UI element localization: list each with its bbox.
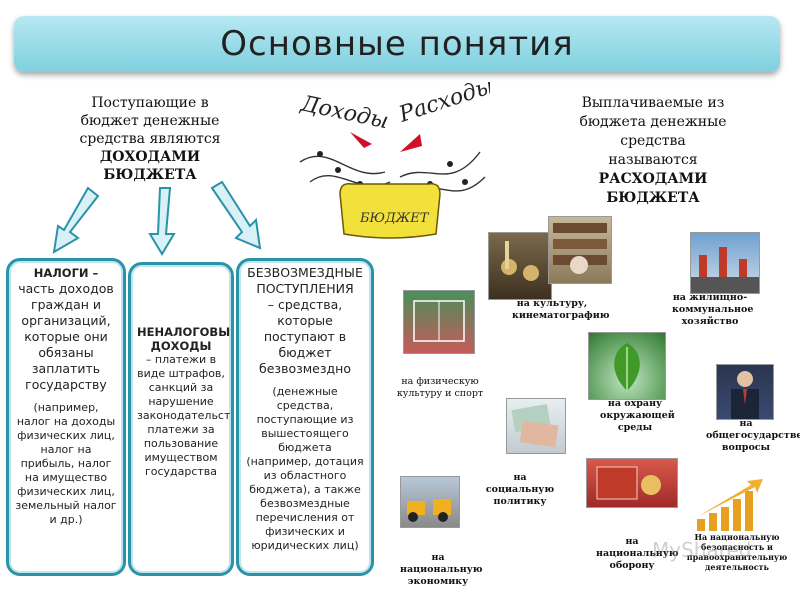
nontax-box: НЕНАЛОГОВЫЕ ДОХОДЫ – платежи в виде штра…: [128, 262, 234, 576]
taxes-definition: часть доходов граждан и организаций, кот…: [18, 281, 114, 392]
housing-photo: [690, 232, 760, 294]
nontax-definition: – платежи в виде штрафов, санкций за нар…: [137, 353, 231, 478]
social-photo: [506, 398, 566, 454]
expense-caption-line: Выплачиваемые из: [581, 95, 725, 111]
expense-caption-line: бюджета денежные: [579, 114, 727, 130]
library-photo: [548, 216, 612, 284]
arrow-to-taxes-icon: [52, 186, 100, 254]
watermark-text: MyShared: [652, 538, 752, 562]
free-receipts-box: БЕЗВОЗМЕЗДНЫЕ ПОСТУПЛЕНИЯ – средства, ко…: [236, 258, 374, 576]
economy-photo: [400, 476, 460, 528]
culture-photo: [488, 232, 552, 300]
expense-culture-label: на культуру, кинематографию: [512, 298, 610, 321]
expense-defense-label: на национальную оборону: [596, 536, 679, 571]
title-bar: Основные понятия: [14, 16, 780, 72]
income-caption-line: средства являются: [79, 131, 221, 147]
budget-bag-label: БЮДЖЕТ: [359, 211, 430, 226]
income-term: ДОХОДАМИ: [99, 149, 201, 165]
defense-photo: [586, 458, 678, 508]
expense-term: БЮДЖЕТА: [606, 190, 700, 206]
free-receipts-definition: – средства, которые поступают в бюджет б…: [259, 297, 351, 376]
expense-social-label: на социальную политику: [485, 472, 555, 507]
arrow-to-nontax-icon: [148, 187, 176, 256]
page-title: Основные понятия: [220, 24, 574, 64]
nontax-heading: НЕНАЛОГОВЫЕ ДОХОДЫ: [137, 325, 234, 353]
expense-economy-label: на национальную экономику: [400, 552, 483, 587]
expense-caption-line: называются: [608, 152, 698, 168]
expense-housing-label: на жилищно-коммунальное хозяйство: [672, 292, 754, 327]
environment-photo: [588, 332, 666, 400]
taxes-heading: НАЛОГИ –: [33, 266, 99, 280]
expense-definition: Выплачиваемые из бюджета денежные средст…: [560, 94, 746, 208]
security-chart-photo: [690, 476, 772, 534]
taxes-box: НАЛОГИ – часть доходов граждан и организ…: [6, 258, 126, 576]
income-term: БЮДЖЕТА: [103, 167, 197, 183]
red-arrow-out-icon: [400, 134, 422, 152]
income-caption-line: бюджет денежные: [80, 113, 220, 129]
income-definition: Поступающие в бюджет денежные средства я…: [60, 94, 240, 184]
budget-illustration: Доходы Расходы БЮДЖЕТ: [290, 82, 490, 242]
free-receipts-examples: (денежные средства, поступающие из вышес…: [246, 385, 364, 552]
expense-security-label: На национальную безопасность и правоохра…: [686, 532, 788, 572]
arrow-to-free-icon: [210, 180, 262, 250]
expense-caption-line: средства: [620, 133, 686, 149]
coins-icon: [317, 151, 468, 187]
red-arrow-in-icon: [350, 132, 372, 148]
public-photo: [716, 364, 774, 420]
expense-term: РАСХОДАМИ: [598, 171, 708, 187]
expense-environment-label: на охрану окружающей среды: [600, 398, 675, 433]
expense-sport-label: на физическую культуру и спорт: [396, 376, 484, 399]
budget-bag-icon: [339, 182, 441, 239]
free-receipts-heading: БЕЗВОЗМЕЗДНЫЕ ПОСТУПЛЕНИЯ: [247, 265, 363, 296]
income-caption-line: Поступающие в: [91, 95, 209, 111]
taxes-examples: (например, налог на доходы физических ли…: [15, 401, 117, 526]
sport-photo: [403, 290, 475, 354]
expense-public-label: на общегосударственные вопросы: [706, 418, 800, 453]
income-arrows: [52, 180, 262, 256]
